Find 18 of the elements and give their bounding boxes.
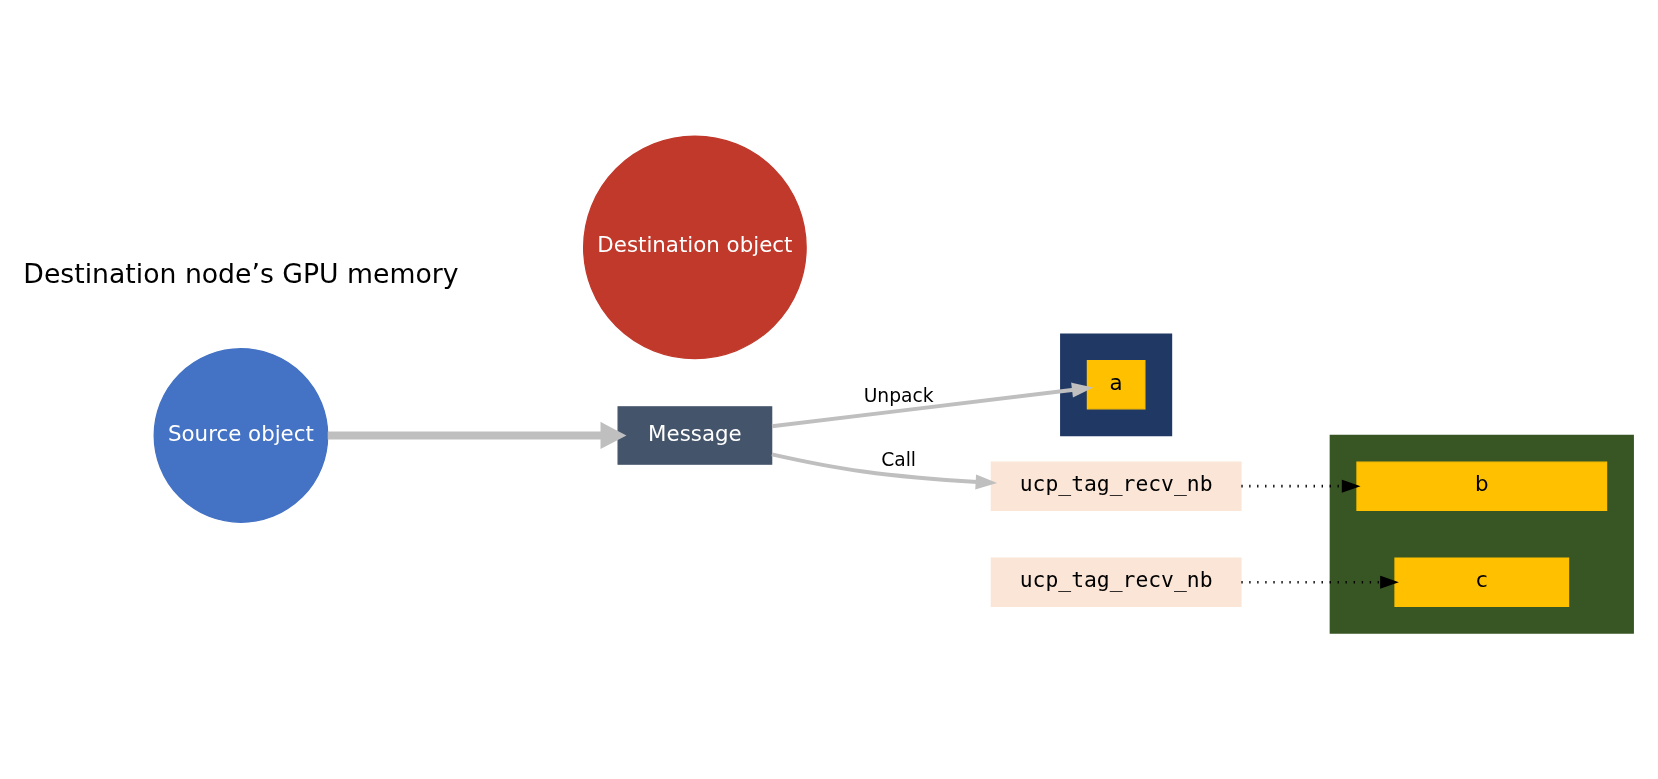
edge-label: Call: [881, 448, 917, 470]
edge-label: Unpack: [863, 384, 934, 406]
node-circle: Destination object: [583, 134, 807, 359]
node-box: b: [1356, 461, 1608, 511]
label: Destination node’s GPU memory: [23, 257, 459, 289]
node-circle: Source object: [153, 347, 329, 523]
node-box: ucp_tag_recv_nb: [990, 557, 1242, 607]
node-box: a: [1086, 359, 1146, 409]
arrow: [327, 421, 627, 449]
node-box: Message: [617, 405, 773, 465]
cluster: [1329, 434, 1634, 634]
arrow: [771, 382, 1094, 428]
arrow: [1241, 575, 1399, 589]
arrow: [1241, 479, 1361, 493]
arrow: [771, 451, 998, 489]
cluster: [1060, 332, 1173, 436]
node-box: c: [1394, 557, 1570, 607]
node-box: ucp_tag_recv_nb: [990, 461, 1242, 511]
